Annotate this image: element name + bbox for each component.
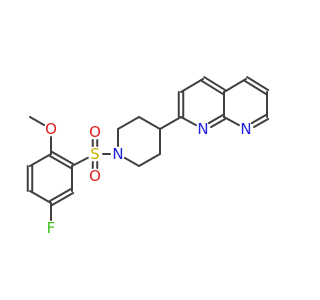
bond-A1-A2-second-line	[51, 151, 75, 166]
bond-B4a-B5	[223, 78, 247, 93]
bond-B3-B4	[180, 78, 204, 93]
bond-S-A1	[71, 156, 89, 167]
bond-A1-A2	[48, 154, 72, 169]
bond-B8a-N1-second-line	[207, 114, 224, 125]
atom-label-o1: O	[45, 120, 57, 138]
bond-A2-A3	[29, 153, 52, 167]
atom-label-s: S	[90, 145, 100, 163]
atom-label-o3: O	[89, 167, 101, 185]
bond-B7-N8	[253, 117, 270, 128]
bond-Cp1-Cp2	[117, 116, 140, 130]
atom-label-n3: N	[240, 120, 251, 138]
bond-layer	[26, 76, 270, 221]
bond-N8-B8a	[223, 116, 240, 127]
bond-C4-B2	[159, 116, 182, 130]
atom-label-o2: O	[89, 123, 101, 141]
bond-B4-B4a-second-line	[200, 79, 224, 95]
atom-label-n1: N	[112, 145, 123, 163]
bond-A5-A6	[48, 188, 72, 203]
atom-label-n2: N	[197, 120, 208, 138]
bond-O1-Me	[29, 116, 46, 127]
atom-label-f: F	[47, 219, 56, 237]
bond-Cp5-Npip	[123, 156, 140, 167]
bond-B7-N8-second-line	[250, 114, 267, 125]
bond-A5-A6-second-line	[51, 191, 75, 206]
bond-A4-A5	[29, 190, 52, 204]
bond-B5-B6	[246, 76, 270, 92]
bond-B8a-N1	[210, 117, 227, 128]
bond-Cp2-C4	[138, 116, 161, 130]
bond-B4-B4a	[203, 76, 227, 92]
bond-Cp4-Cp5	[138, 153, 161, 167]
bond-N1-B2	[180, 116, 197, 127]
bond-B5-B6-second-line	[243, 79, 267, 95]
